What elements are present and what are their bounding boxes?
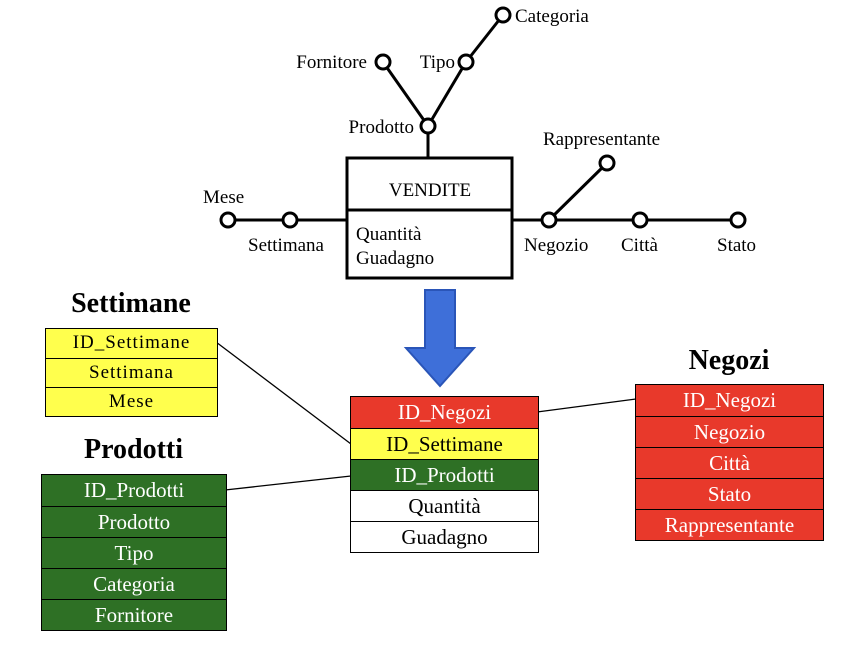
- node-settimana: [281, 211, 299, 229]
- settimane-title: Settimane: [71, 288, 191, 319]
- node-prodotto: [419, 117, 437, 135]
- node-citta: [631, 211, 649, 229]
- negozi-row: Rappresentante: [636, 509, 823, 540]
- node-rappresentante: [598, 154, 616, 172]
- settimane-row: ID_Settimane: [46, 329, 217, 358]
- label-categoria: Categoria: [515, 6, 589, 27]
- fact-box: [345, 156, 514, 280]
- settimane-row: Mese: [46, 387, 217, 416]
- link-negozi: [536, 398, 637, 413]
- link-prodotti: [224, 475, 352, 491]
- prodotti-title: Prodotti: [83, 434, 184, 465]
- label-negozio: Negozio: [524, 235, 588, 256]
- negozi-row: Negozio: [636, 416, 823, 447]
- negozi-row: ID_Negozi: [636, 385, 823, 416]
- edge-prodotto-fornitore: [381, 61, 430, 127]
- label-stato: Stato: [717, 235, 756, 256]
- down-arrow-icon: [403, 289, 477, 388]
- vendite-row: ID_Prodotti: [351, 459, 538, 490]
- dimension-edges: [228, 14, 738, 222]
- settimane-row: Settimana: [46, 358, 217, 387]
- edge-prodotto-tipo: [426, 61, 468, 127]
- vendite-row: Guadagno: [351, 521, 538, 552]
- negozi-row: Città: [636, 447, 823, 478]
- link-settimane: [215, 341, 352, 445]
- prodotti-row: Prodotto: [42, 506, 226, 537]
- label-fornitore: Fornitore: [296, 52, 367, 73]
- prodotti-row: Fornitore: [42, 599, 226, 630]
- edge-tipo-categoria: [464, 14, 505, 63]
- node-fornitore: [374, 53, 392, 71]
- attribute-labels: Mese Settimana Prodotto Fornitore Tipo C…: [203, 6, 756, 256]
- label-citta: Città: [621, 235, 659, 256]
- prodotti-row: Tipo: [42, 537, 226, 568]
- measure-quantita: Quantità: [356, 224, 422, 245]
- label-rappresentante: Rappresentante: [543, 129, 660, 150]
- measure-guadagno: Guadagno: [356, 248, 434, 269]
- label-tipo: Tipo: [420, 52, 455, 73]
- vendite-row: ID_Settimane: [351, 428, 538, 459]
- fact-name: VENDITE: [389, 180, 471, 201]
- attribute-nodes: [219, 6, 747, 229]
- prodotti-row: Categoria: [42, 568, 226, 599]
- label-mese: Mese: [203, 187, 244, 208]
- prodotti-row: ID_Prodotti: [42, 475, 226, 506]
- negozi-title: Negozi: [688, 345, 770, 376]
- node-mese: [219, 211, 237, 229]
- vendite-row: ID_Negozi: [351, 397, 538, 428]
- node-categoria: [494, 6, 512, 24]
- negozi-row: Stato: [636, 478, 823, 509]
- vendite-row: Quantità: [351, 490, 538, 521]
- node-tipo: [457, 53, 475, 71]
- edge-negozio-rappresentante: [547, 161, 609, 222]
- label-prodotto: Prodotto: [349, 117, 414, 138]
- node-stato: [729, 211, 747, 229]
- label-settimana: Settimana: [248, 235, 325, 256]
- foreign-key-links: [215, 341, 637, 491]
- node-negozio: [540, 211, 558, 229]
